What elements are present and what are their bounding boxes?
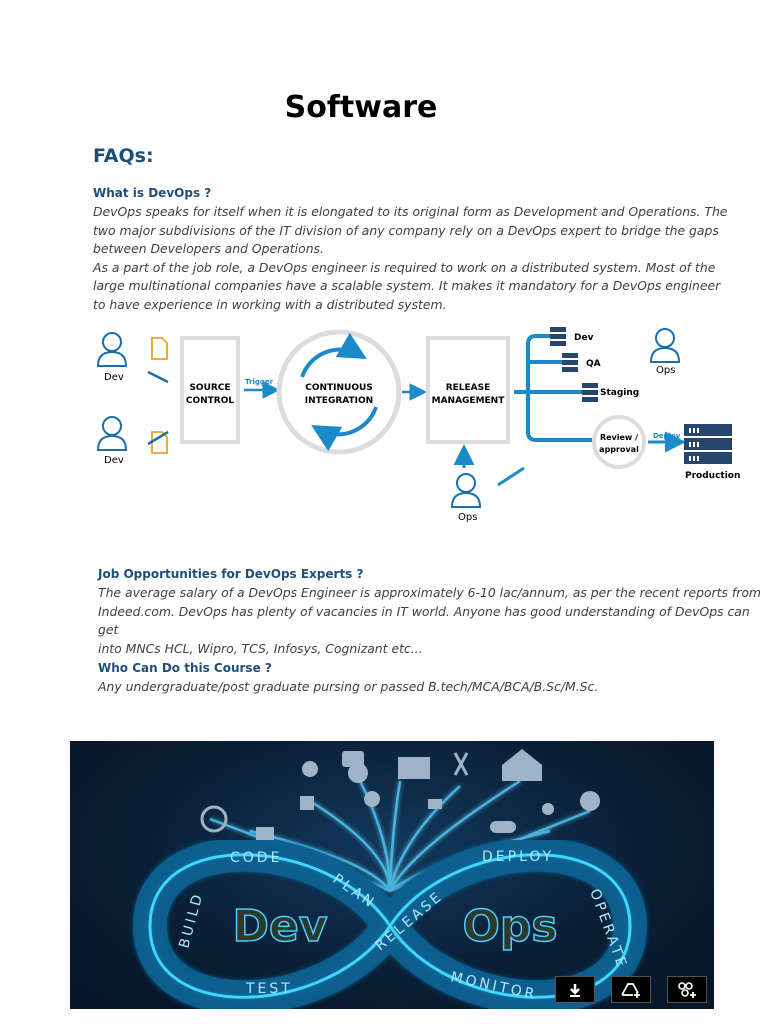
ops-label: Ops [656, 365, 675, 376]
question-who-can-do: Who Can Do this Course ? [98, 661, 272, 675]
devops-pipeline-diagram: Dev Dev SOURCE CONTROL Trigger CONTINUOU… [96, 327, 740, 523]
deploy-label: Deploy [653, 432, 681, 440]
answer-line: large multinational companies have a sca… [93, 278, 721, 294]
production-label: Production [685, 471, 740, 481]
release-management-box [426, 336, 510, 444]
ci-label: INTEGRATION [305, 396, 373, 406]
trigger-label: Trigger [245, 378, 274, 386]
server-icon [550, 327, 598, 402]
dev-label: Dev [104, 372, 124, 383]
env-qa-label: QA [586, 359, 601, 369]
answer-line: Indeed.com. DevOps has plenty of vacanci… [98, 603, 750, 638]
source-control-label: CONTROL [186, 396, 235, 406]
question-job-opportunities: Job Opportunities for DevOps Experts ? [98, 567, 364, 581]
banner-word: BUILD [176, 890, 206, 950]
source-control-box [180, 336, 240, 444]
download-button[interactable] [555, 976, 595, 1003]
faqs-heading: FAQs: [93, 145, 154, 167]
banner-ops-text: Ops [462, 901, 557, 952]
answer-line: As a part of the job role, a DevOps engi… [93, 259, 716, 275]
ops-person-icon [649, 328, 681, 363]
add-to-drive-button[interactable] [611, 976, 651, 1003]
developer-icon [96, 416, 128, 451]
devops-infinity-banner: Dev Ops CODE PLAN RELEASE DEPLOY OPERATE… [70, 741, 714, 1009]
review-label: approval [599, 445, 639, 454]
answer-what-is-devops: DevOps speaks for itself when it is elon… [93, 203, 727, 315]
banner-word: DEPLOY [482, 849, 554, 865]
answer-line: between Developers and Operations. [93, 241, 324, 257]
share-button[interactable] [667, 976, 707, 1003]
question-what-is-devops: What is DevOps ? [93, 186, 212, 200]
page-title: Software [284, 90, 438, 125]
add-to-drive-icon [621, 982, 640, 998]
download-icon [570, 983, 580, 997]
answer-who-can-do: Any undergraduate/post graduate pursing … [98, 678, 598, 697]
answer-line: Any undergraduate/post graduate pursing … [98, 679, 599, 694]
answer-line: into MNCs HCL, Wipro, TCS, Infosys, Cogn… [98, 640, 423, 656]
release-label: MANAGEMENT [432, 396, 506, 406]
env-dev-label: Dev [574, 333, 594, 343]
ops-label: Ops [458, 512, 477, 523]
share-icon [678, 981, 696, 998]
dev-label: Dev [104, 455, 124, 466]
review-approval-circle [592, 415, 646, 469]
answer-line: two major subdivisions of the IT divisio… [93, 222, 719, 238]
banner-word: CODE [230, 850, 282, 866]
ops-person-icon [450, 473, 482, 508]
banner-tech-icons [200, 749, 600, 841]
production-server-icon [684, 424, 732, 464]
source-control-label: SOURCE [189, 383, 230, 393]
release-label: RELEASE [446, 383, 491, 393]
answer-job-opportunities: The average salary of a DevOps Engineer … [98, 584, 768, 658]
banner-word: TEST [245, 981, 293, 997]
answer-line: DevOps speaks for itself when it is elon… [93, 204, 728, 219]
env-staging-label: Staging [600, 388, 639, 398]
answer-line: The average salary of a DevOps Engineer … [98, 585, 761, 600]
ci-label: CONTINUOUS [305, 383, 373, 393]
banner-dev-text: Dev [232, 901, 327, 952]
developer-icon [96, 332, 128, 367]
code-file-icon [151, 337, 168, 454]
answer-line: to have experience in working with a dis… [93, 296, 447, 312]
review-label: Review / [600, 433, 638, 442]
